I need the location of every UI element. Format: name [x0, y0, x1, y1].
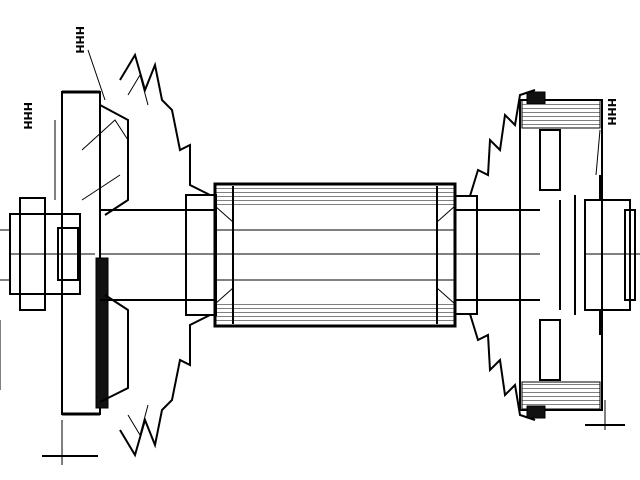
- right-boot-bellows: [469, 89, 536, 421]
- main-shaft: [100, 194, 540, 316]
- central-tube: [213, 182, 457, 328]
- left-boot-bellows: [119, 52, 211, 458]
- right-cv-joint-housing: [519, 91, 603, 419]
- right-dimension-label: HHH: [605, 98, 618, 126]
- left-dimension-label: HHH: [21, 102, 34, 130]
- left-cv-joint-housing: [61, 90, 129, 416]
- left-stub-shaft: [0, 197, 95, 311]
- dimension-lines: [0, 49, 625, 465]
- top-dimension-label: HHH: [73, 26, 86, 54]
- right-shaft-section: [454, 195, 540, 315]
- right-stub-shaft: [584, 175, 640, 335]
